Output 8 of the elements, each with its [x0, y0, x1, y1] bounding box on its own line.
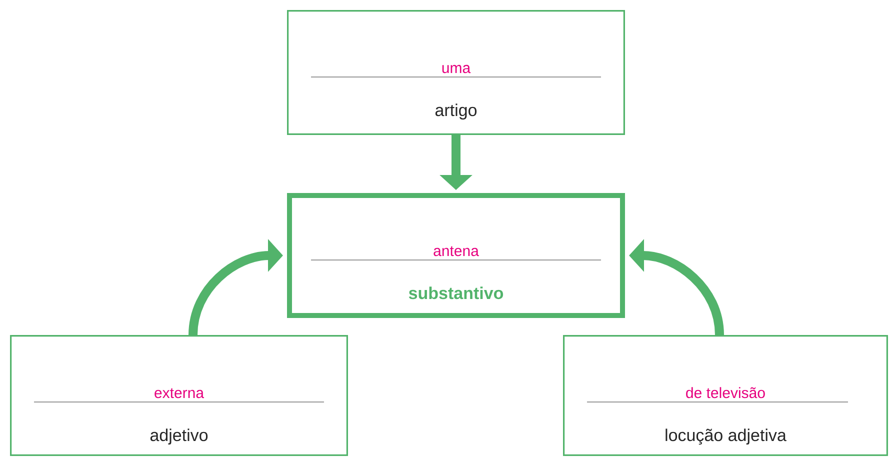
- word-class: adjetivo: [150, 428, 208, 445]
- filled-word: uma: [442, 64, 471, 74]
- filled-word: de televisão: [686, 387, 765, 398]
- word-class: substantivo: [408, 286, 504, 300]
- word-class: locução adjetiva: [666, 428, 786, 445]
- filled-word: externa: [154, 388, 204, 398]
- filled-word: antena: [434, 246, 479, 256]
- word-class: artigo: [435, 104, 477, 120]
